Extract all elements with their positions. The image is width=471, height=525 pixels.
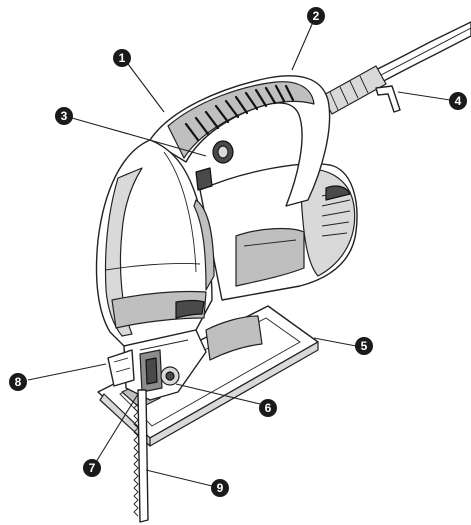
- callout-8-label: 8: [15, 375, 22, 389]
- callout-4-label: 4: [455, 94, 462, 108]
- callout-5-label: 5: [361, 339, 368, 353]
- callout-2: 2: [307, 7, 325, 25]
- front-housing: [95, 139, 215, 347]
- leader-lines: [27, 21, 451, 487]
- callout-4: 4: [449, 92, 467, 110]
- callout-1-label: 1: [119, 51, 126, 65]
- blade-holder: [107, 315, 263, 401]
- callout-6-label: 6: [265, 401, 272, 415]
- callout-1: 1: [113, 49, 131, 67]
- callout-3-label: 3: [61, 109, 68, 123]
- callout-8: 8: [9, 373, 27, 391]
- callout-9: 9: [211, 479, 229, 497]
- callout-7: 7: [83, 459, 101, 477]
- callout-3: 3: [55, 107, 73, 125]
- callout-7-label: 7: [89, 461, 96, 475]
- callout-6: 6: [259, 399, 277, 417]
- hex-wrench: [375, 85, 401, 113]
- motor-housing: [199, 163, 358, 301]
- callout-2-label: 2: [313, 9, 320, 23]
- callout-5: 5: [355, 337, 373, 355]
- callout-9-label: 9: [217, 481, 224, 495]
- saw-blade: [133, 389, 149, 523]
- handle: [149, 75, 331, 207]
- lock-on-button: [195, 140, 234, 191]
